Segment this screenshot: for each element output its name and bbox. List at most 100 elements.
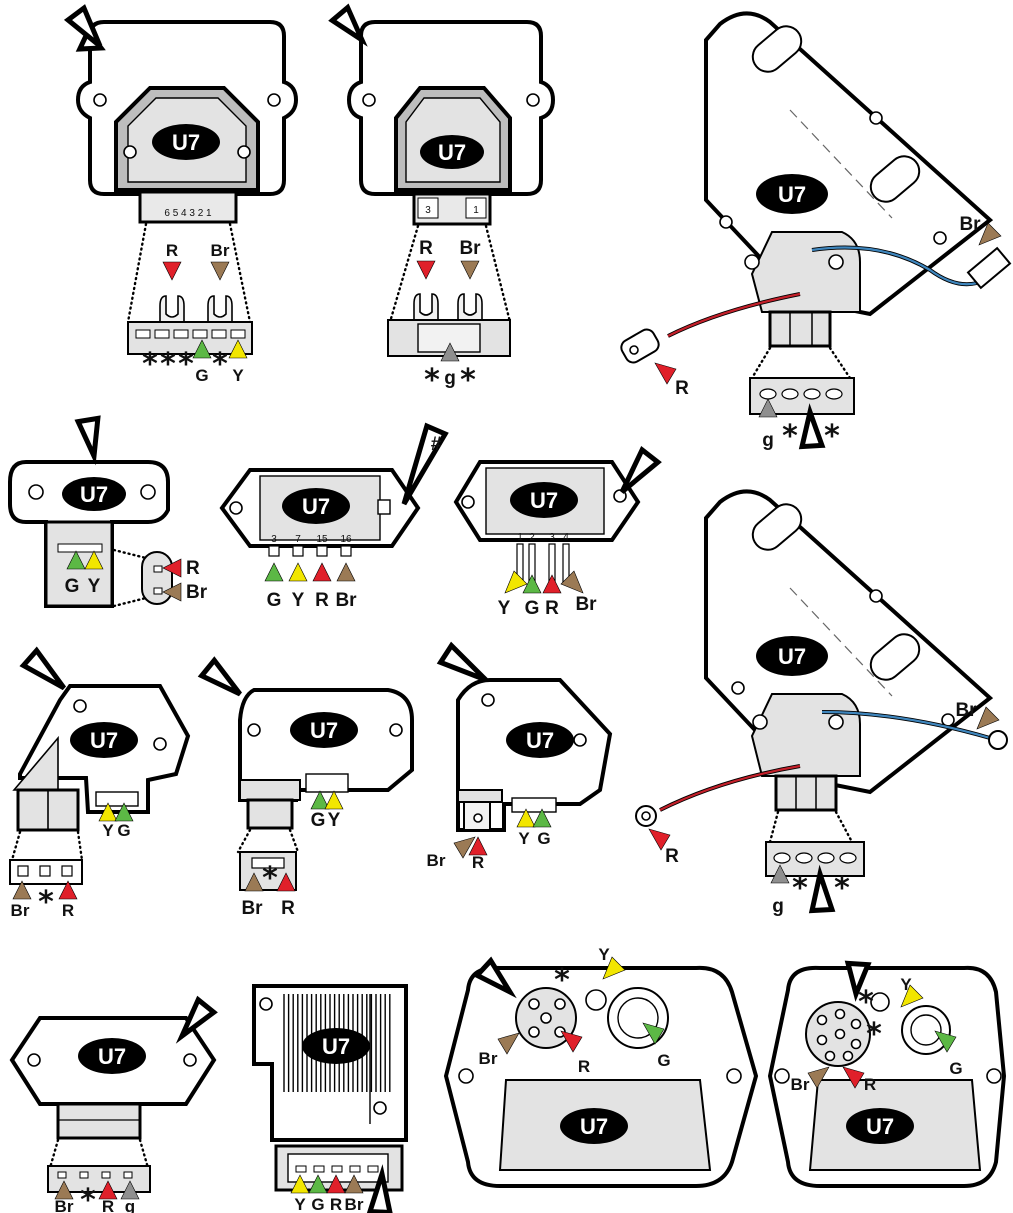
dotted-guide [112, 548, 148, 560]
mount-hole [473, 813, 483, 823]
label-Y: Y [518, 829, 530, 848]
pin-number: 1 [517, 532, 523, 543]
wire-arrow [312, 562, 332, 582]
asterisk-marker: * [262, 861, 278, 896]
wire-arrow [440, 342, 460, 362]
pin-socket [61, 865, 73, 877]
pin-number: 2 [529, 532, 535, 543]
mount-hole [641, 811, 651, 821]
wire-arrow [807, 1066, 830, 1089]
pin-number: 15 [316, 534, 328, 545]
dotted-guide [768, 810, 780, 844]
u7-label: U7 [866, 1114, 894, 1139]
label-Br: Br [575, 594, 597, 615]
wire-arrow [978, 222, 1002, 246]
label-R: R [62, 901, 74, 920]
location-pointer [619, 445, 662, 494]
asterisk-marker: * [782, 419, 798, 454]
wire-arrow [192, 339, 212, 359]
mount-hole [869, 111, 883, 125]
dotted-guide [48, 1138, 60, 1170]
pin-socket [839, 852, 857, 864]
mount-hole [828, 714, 844, 730]
pin-socket [57, 1171, 67, 1179]
pin-socket [173, 329, 189, 339]
mount-hole [933, 231, 947, 245]
mount-hole [528, 998, 540, 1010]
blue-wire [811, 246, 986, 286]
mount-hole [540, 1012, 552, 1024]
location-pointer [401, 422, 449, 506]
wire-arrow [58, 880, 78, 900]
mount-hole [153, 737, 167, 751]
label-g: g [762, 430, 774, 451]
location-pointer [844, 960, 872, 1002]
mount-hole [585, 989, 607, 1011]
pin-socket [795, 852, 813, 864]
blue-wire [821, 710, 991, 740]
wire-arrow [162, 558, 182, 578]
label-g: g [444, 368, 456, 389]
mount-hole [247, 723, 261, 737]
wire-arrow [516, 808, 536, 828]
u7-badge [756, 174, 828, 214]
wire-arrow [900, 984, 924, 1008]
asterisk-marker: * [858, 985, 874, 1020]
label-G: G [65, 576, 80, 597]
asterisk-marker: * [212, 347, 228, 382]
pin-socket [101, 1171, 111, 1179]
u7-label: U7 [98, 1044, 126, 1069]
mount-hole [123, 145, 137, 159]
label-Y: Y [498, 598, 511, 619]
wire-arrow [228, 339, 248, 359]
asterisk-marker: * [834, 871, 850, 906]
mount-hole [373, 1101, 387, 1115]
u7-badge [506, 722, 574, 758]
label-G: G [311, 1195, 324, 1213]
mount-hole [842, 1050, 854, 1062]
pin-socket [773, 852, 791, 864]
wire-arrow [336, 562, 356, 582]
mount-hole [526, 93, 540, 107]
module-base [457, 789, 503, 803]
asterisk-marker: * [792, 871, 808, 906]
mount-hole [869, 589, 883, 603]
wire-arrow [66, 550, 86, 570]
round-socket-inner [910, 1014, 942, 1046]
wire-arrow [290, 1174, 310, 1194]
mount-hole [824, 1050, 836, 1062]
mount-hole [27, 1053, 41, 1067]
u7-label: U7 [526, 728, 554, 753]
mount-hole [93, 93, 107, 107]
mount-hole [259, 997, 273, 1011]
module-connector [138, 190, 238, 224]
wire-arrow [532, 808, 552, 828]
location-pointer [328, 3, 368, 47]
pin-number: 7 [295, 534, 301, 545]
pin-socket [367, 1165, 379, 1173]
u7-badge [560, 1108, 628, 1144]
label-Y: Y [328, 810, 341, 831]
mount-hole [828, 254, 844, 270]
label-Br: Br [55, 1197, 74, 1213]
pin-socket [417, 197, 439, 219]
wire-arrow [654, 362, 677, 385]
mount-hole [528, 1026, 540, 1038]
wire-arrow [770, 864, 790, 884]
asterisk-marker: * [554, 963, 570, 998]
asterisk-marker: * [160, 347, 176, 382]
mount-hole [816, 1014, 828, 1026]
dotted-guide [236, 828, 252, 854]
pin-socket [135, 329, 151, 339]
mount-hole [573, 733, 587, 747]
slot [751, 503, 803, 551]
label-R: R [864, 1075, 876, 1094]
u7-badge [70, 722, 138, 758]
wire-arrow [84, 550, 104, 570]
u7-label: U7 [310, 718, 338, 743]
u7-badge [282, 488, 350, 524]
wire-arrow [344, 1174, 364, 1194]
label-Y: Y [88, 576, 101, 597]
asterisk-marker: * [178, 347, 194, 382]
module-connector [774, 774, 838, 812]
